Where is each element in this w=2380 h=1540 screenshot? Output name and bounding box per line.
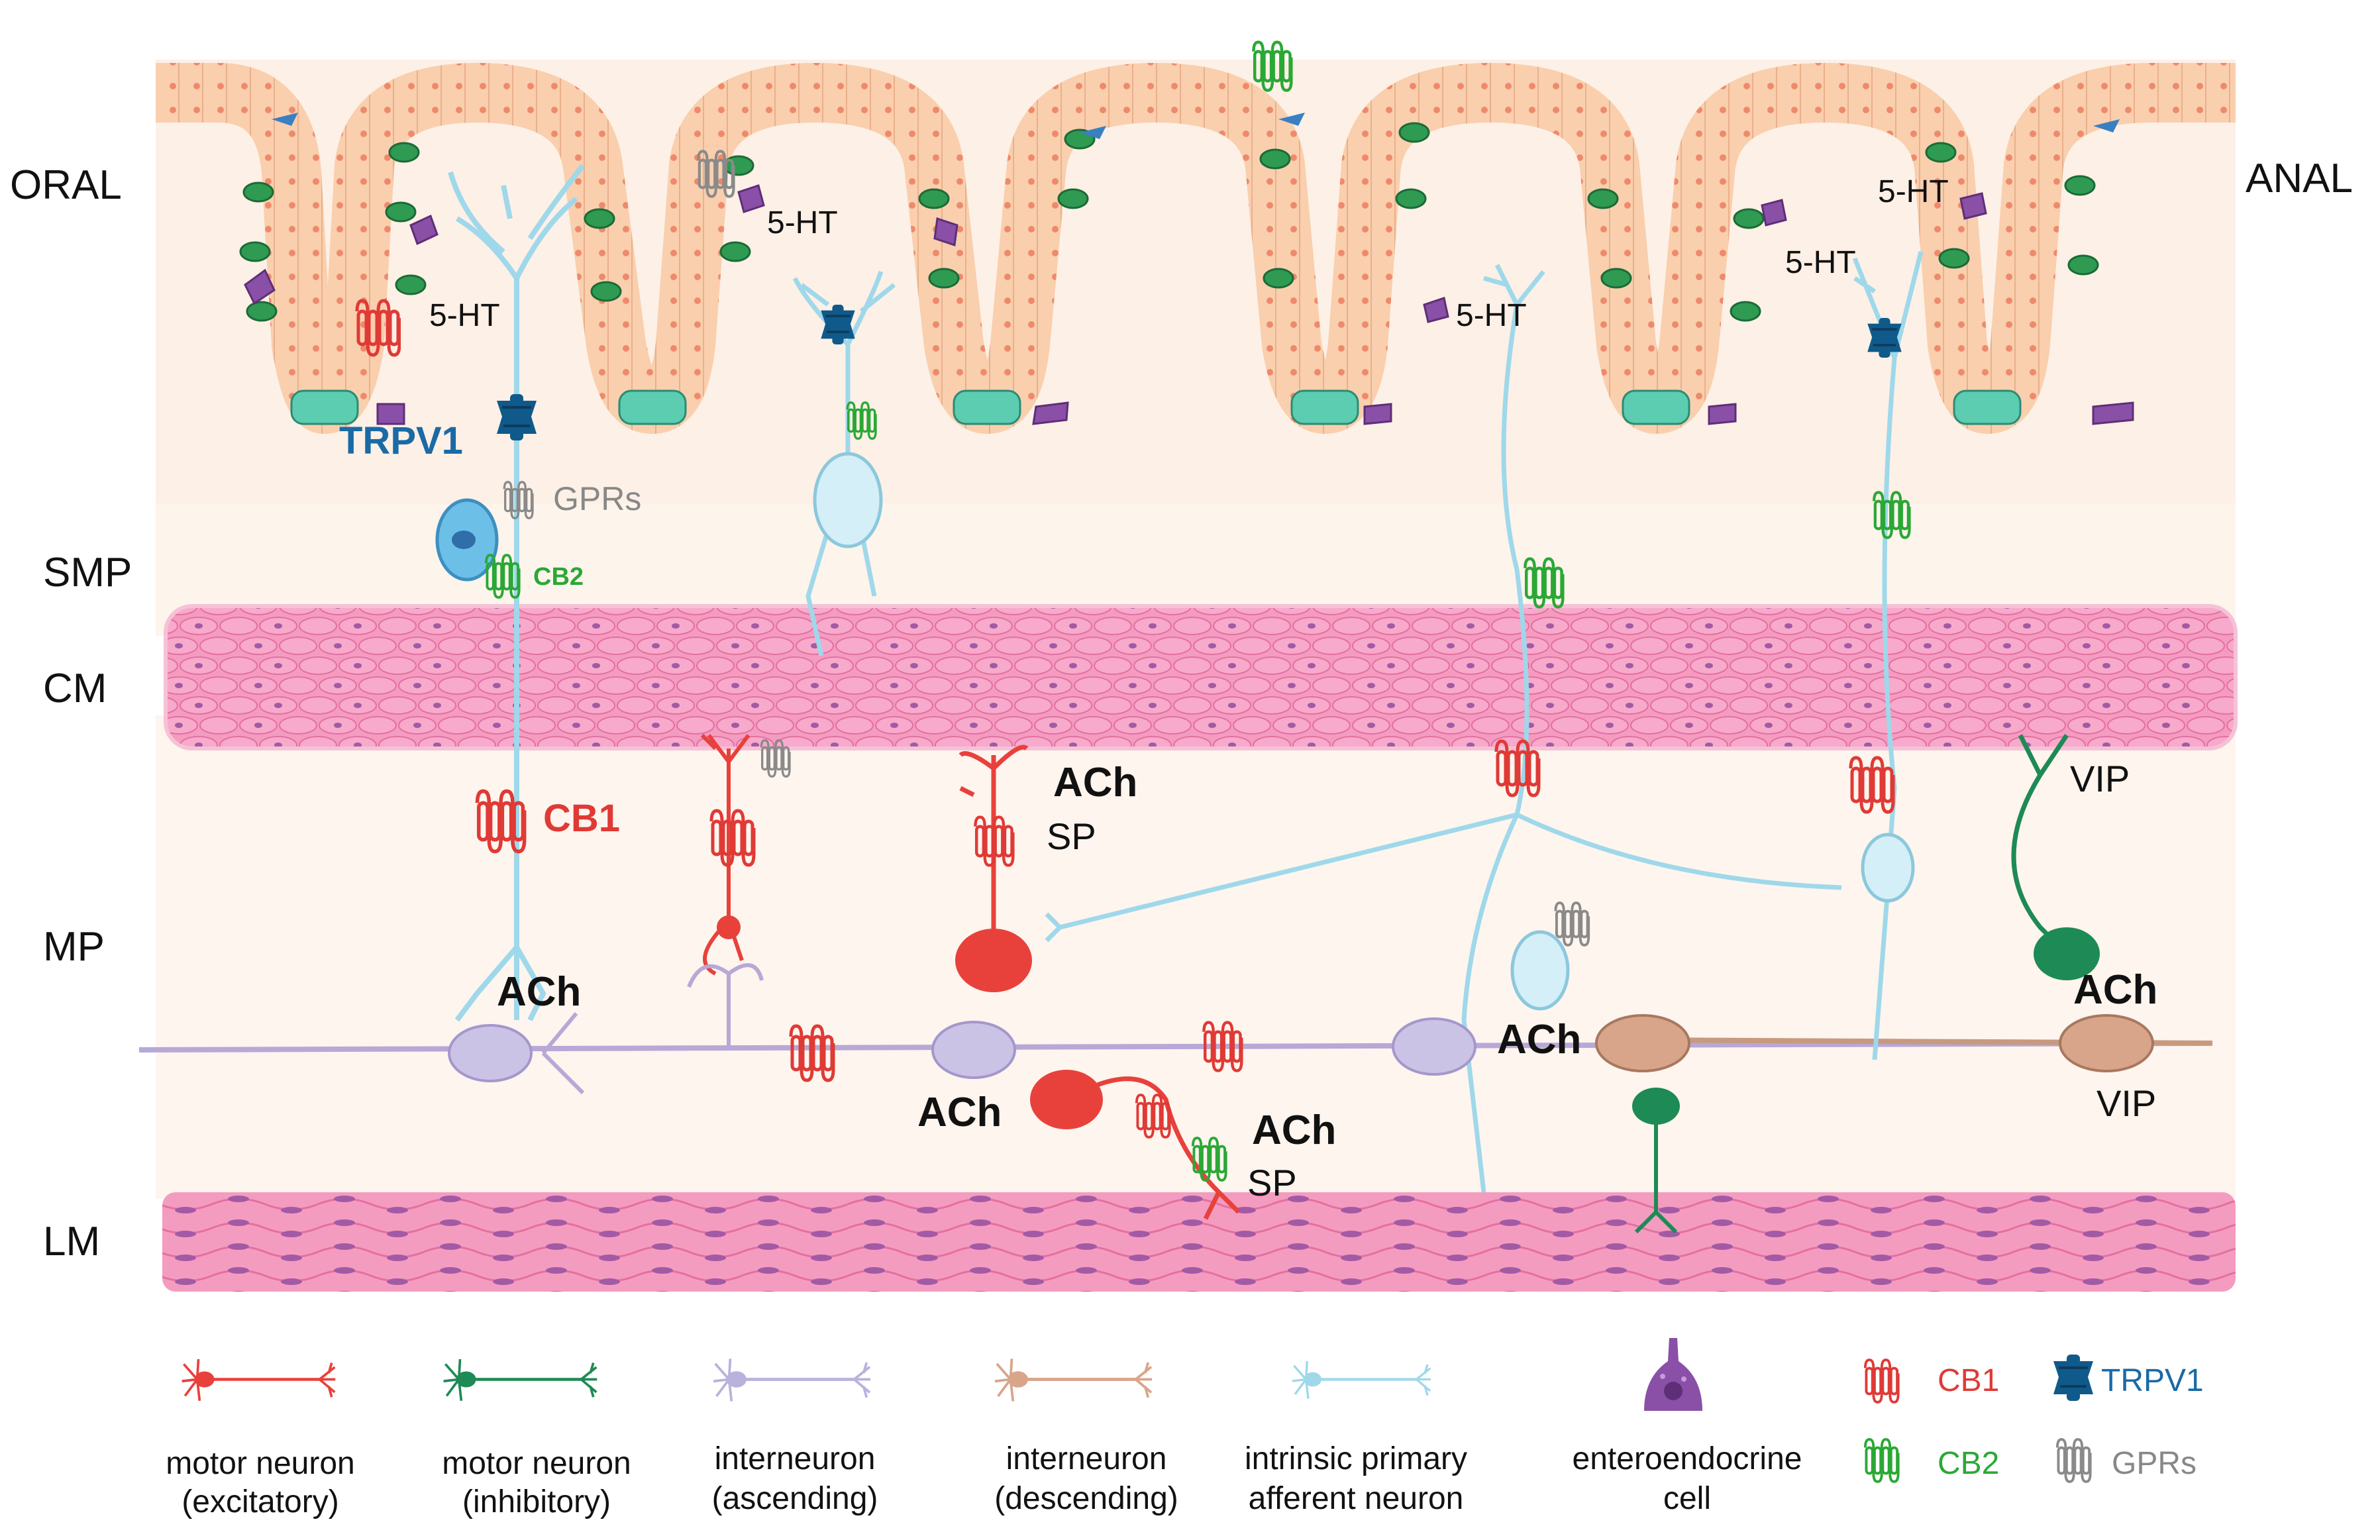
serotonin-label-5: 5-HT xyxy=(1785,245,1856,280)
mp-label: MP xyxy=(43,924,105,970)
descending-interneuron-1 xyxy=(1595,1014,1690,1072)
enteroendocrine-cell-icon xyxy=(1644,1338,1702,1411)
legend-cb2-label: CB2 xyxy=(1938,1446,1999,1481)
circular-muscle-layer xyxy=(164,604,2238,750)
inhibitory-neuron-1-body xyxy=(2034,927,2100,980)
vip-label-1: VIP xyxy=(2070,758,2130,799)
inhibitory-neuron-2-body xyxy=(1632,1088,1680,1125)
legend-item-gprs: GPRs xyxy=(2057,1439,2197,1482)
serotonin-label-3: 5-HT xyxy=(1456,298,1527,333)
vip-label-2: VIP xyxy=(2096,1082,2156,1124)
descending-interneuron-icon xyxy=(995,1359,1152,1401)
ach-label-1: ACh xyxy=(497,969,581,1015)
legend-item-cb1: CB1 xyxy=(1865,1360,1999,1402)
ach-label-4: ACh xyxy=(1252,1107,1336,1153)
cb2-label: CB2 xyxy=(533,563,584,591)
serotonin-label-1: 5-HT xyxy=(429,298,500,333)
legend-item-excitatory: motor neuron (excitatory) xyxy=(166,1359,355,1519)
legend-item-enteroendocrine: enteroendocrine cell xyxy=(1573,1338,1802,1516)
excitatory-motor-neuron-3 xyxy=(1072,1076,1241,1220)
legend-excitatory-line1: motor neuron xyxy=(166,1446,355,1481)
legend-afferent-line2: afferent neuron xyxy=(1249,1481,1464,1516)
oral-label: ORAL xyxy=(10,162,122,208)
crypt-stem-cells xyxy=(290,389,2022,425)
legend-cb1-label: CB1 xyxy=(1938,1363,1999,1398)
afferent-neuron-3 xyxy=(1045,264,1842,1193)
descending-interneuron-2 xyxy=(2059,1014,2154,1072)
gprs-label: GPRs xyxy=(553,480,641,517)
ach-label-6: ACh xyxy=(2073,967,2157,1013)
excitatory-neuron-3-body xyxy=(1030,1070,1103,1129)
trpv1-label: TRPV1 xyxy=(339,419,463,462)
legend-inhibitory-line2: (inhibitory) xyxy=(462,1484,611,1519)
epithelium-band xyxy=(156,63,2236,434)
inhibitory-motor-neuron-2 xyxy=(1634,1113,1678,1234)
legend-excitatory-line2: (excitatory) xyxy=(181,1484,338,1519)
legend-ascending-line1: interneuron xyxy=(715,1441,876,1476)
afferent-neuron-3-body xyxy=(1510,930,1570,1011)
ascending-interneuron-icon xyxy=(713,1359,870,1401)
legend-ascending-line2: (ascending) xyxy=(712,1481,878,1516)
inhibitory-motor-neuron-icon xyxy=(444,1359,597,1401)
trpv1-channel-icon xyxy=(2052,1355,2095,1401)
legend-afferent-line1: intrinsic primary xyxy=(1245,1441,1467,1476)
tuft-cells xyxy=(272,113,2120,139)
legend-item-afferent: intrinsic primary afferent neuron xyxy=(1245,1361,1467,1516)
inhibitory-motor-neuron-1 xyxy=(2011,734,2069,949)
excitatory-neuron-1-body xyxy=(717,915,741,939)
legend-enteroendocrine-line1: enteroendocrine xyxy=(1573,1441,1802,1476)
afferent-neuron-4-body xyxy=(1861,833,1915,903)
cb1-label: CB1 xyxy=(543,797,620,840)
serotonin-label-4: 5-HT xyxy=(1878,174,1949,209)
legend: motor neuron (excitatory) motor neuron (… xyxy=(166,1338,2204,1519)
ascending-interneuron-1 xyxy=(448,1024,533,1082)
serotonin-label-2: 5-HT xyxy=(767,205,838,240)
legend-trpv1-label: TRPV1 xyxy=(2101,1363,2204,1398)
substance-p-label-1: SP xyxy=(1047,815,1096,857)
gpr-receptor-icon xyxy=(2057,1439,2091,1482)
lm-label: LM xyxy=(43,1219,100,1264)
ach-label-2: ACh xyxy=(1053,760,1137,805)
trpv1-channel-1 xyxy=(495,394,538,440)
ach-label-5: ACh xyxy=(1497,1017,1581,1062)
afferent-neuron-icon xyxy=(1292,1361,1431,1399)
legend-gprs-label: GPRs xyxy=(2112,1446,2197,1481)
goblet-cells xyxy=(239,122,2099,322)
legend-item-descending: interneuron (descending) xyxy=(994,1359,1178,1516)
excitatory-neuron-2-body xyxy=(955,929,1032,992)
legend-enteroendocrine-line2: cell xyxy=(1663,1481,1711,1516)
cm-label: CM xyxy=(43,666,107,711)
trpv1-channel-3 xyxy=(1866,318,1903,358)
cb1-receptor-icon xyxy=(1865,1360,1898,1402)
myenteric-background xyxy=(156,715,2236,1199)
ascending-interneuron-2 xyxy=(931,1021,1016,1079)
excitatory-motor-neuron-icon xyxy=(182,1359,336,1401)
longitudinal-muscle-layer xyxy=(162,1192,2236,1292)
afferent-neuron-2-body xyxy=(813,452,883,548)
legend-descending-line1: interneuron xyxy=(1006,1441,1167,1476)
legend-item-ascending: interneuron (ascending) xyxy=(712,1359,878,1516)
enteroendocrine-cells xyxy=(244,184,2134,425)
legend-item-trpv1: TRPV1 xyxy=(2052,1355,2204,1401)
anal-label: ANAL xyxy=(2246,156,2353,201)
legend-item-inhibitory: motor neuron (inhibitory) xyxy=(442,1359,631,1519)
legend-descending-line2: (descending) xyxy=(994,1481,1178,1516)
substance-p-label-2: SP xyxy=(1247,1162,1297,1204)
ascending-interneuron-3 xyxy=(1392,1017,1476,1076)
smp-label: SMP xyxy=(43,550,132,595)
ascending-interneuron-dendrites xyxy=(541,963,764,1095)
legend-inhibitory-line1: motor neuron xyxy=(442,1446,631,1481)
ach-label-3: ACh xyxy=(917,1090,1002,1135)
trpv1-channel-2 xyxy=(819,305,856,344)
legend-item-cb2: CB2 xyxy=(1865,1439,1999,1482)
cb2-receptor-icon xyxy=(1865,1439,1898,1482)
